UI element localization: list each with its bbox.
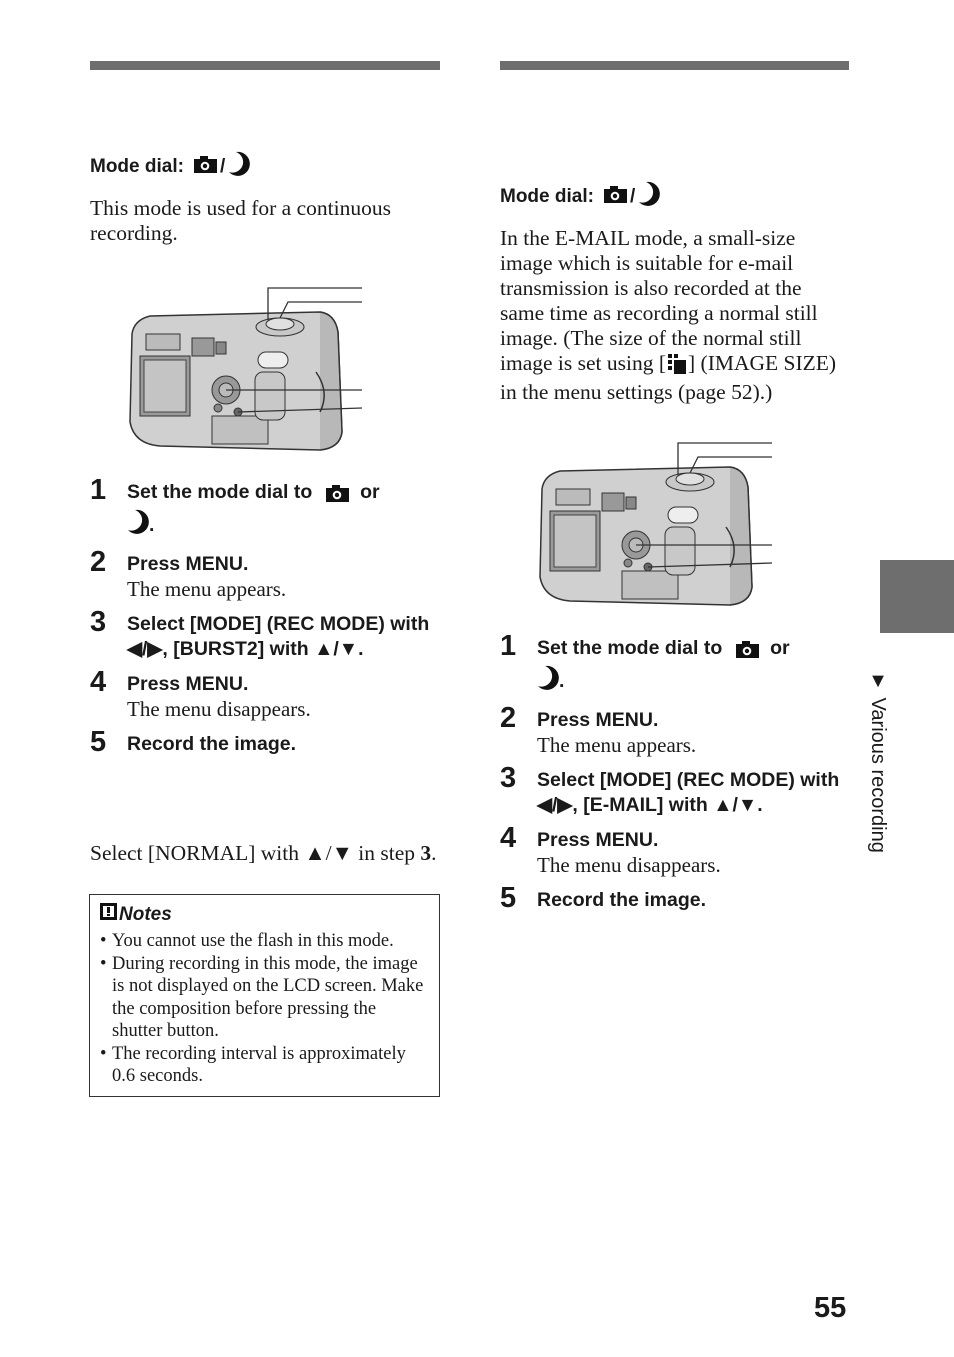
step-text: Select [MODE] (REC MODE) with ◀/▶, [E-MA… bbox=[537, 769, 840, 816]
section-tab bbox=[880, 560, 954, 633]
step-number: 2 bbox=[500, 702, 517, 734]
step-item: 2 Press MENU. The menu appears. bbox=[500, 702, 850, 758]
right-intro: In the E-MAIL mode, a small-size image w… bbox=[500, 226, 837, 404]
mode-dial-label: Mode dial: bbox=[500, 186, 594, 207]
right-mode-dial: Mode dial: / bbox=[500, 181, 661, 213]
step-number: 4 bbox=[500, 822, 517, 854]
step-number: 5 bbox=[90, 726, 107, 758]
mode-dial-slash: / bbox=[629, 186, 636, 207]
step-item: 3 Select [MODE] (REC MODE) with ◀/▶, [E-… bbox=[500, 762, 850, 818]
step-number: 3 bbox=[90, 606, 107, 638]
step-item: 4 Press MENU. The menu disappears. bbox=[90, 666, 450, 722]
left-mode-dial: Mode dial: / bbox=[90, 151, 251, 183]
step-number: 1 bbox=[90, 474, 107, 506]
step-text: Press MENU. bbox=[537, 829, 659, 851]
notes-list: You cannot use the flash in this mode. D… bbox=[100, 930, 429, 1088]
camera-icon bbox=[735, 640, 759, 665]
section-label: ▼ Various recording bbox=[867, 670, 889, 853]
right-header-bar bbox=[500, 61, 849, 70]
step-text: Press MENU. bbox=[127, 553, 249, 575]
step-number: 5 bbox=[500, 882, 517, 914]
moon-icon bbox=[537, 665, 559, 698]
moon-icon bbox=[127, 509, 149, 542]
left-steps: 1 Set the mode dial to or . 2 Press MENU… bbox=[90, 474, 450, 767]
right-steps: 1 Set the mode dial to or . 2 Press MENU… bbox=[500, 630, 850, 923]
step-end: . bbox=[149, 514, 155, 536]
step-end: . bbox=[559, 670, 565, 692]
note-item: You cannot use the flash in this mode. bbox=[100, 930, 429, 953]
return-instruction: Select [NORMAL] with ▲/▼ in step 3. bbox=[90, 841, 437, 865]
moon-icon bbox=[638, 181, 661, 213]
note-item: During recording in this mode, the image… bbox=[100, 953, 429, 1043]
step-text: Press MENU. bbox=[127, 673, 249, 695]
mode-dial-label: Mode dial: bbox=[90, 156, 184, 177]
step-item: 5 Record the image. bbox=[500, 882, 850, 914]
page-number: 55 bbox=[814, 1292, 847, 1324]
notes-title: Notes bbox=[119, 903, 172, 925]
camera-icon bbox=[325, 484, 349, 509]
step-item: 1 Set the mode dial to or . bbox=[90, 474, 450, 542]
camera-icon bbox=[193, 155, 217, 179]
step-text: Record the image. bbox=[537, 889, 707, 911]
image-size-icon bbox=[668, 354, 687, 380]
step-item: 5 Record the image. bbox=[90, 726, 450, 758]
notes-box: Notes You cannot use the flash in this m… bbox=[89, 894, 440, 1097]
step-text: Press MENU. bbox=[537, 709, 659, 731]
step-text: Set the mode dial to bbox=[537, 637, 723, 659]
step-text: Select [MODE] (REC MODE) with ◀/▶, [BURS… bbox=[127, 613, 430, 660]
step-number: 3 bbox=[500, 762, 517, 794]
step-item: 2 Press MENU. The menu appears. bbox=[90, 546, 450, 602]
step-sub: The menu appears. bbox=[127, 577, 287, 601]
note-item: The recording interval is approximately … bbox=[100, 1043, 429, 1088]
step-text: Record the image. bbox=[127, 733, 297, 755]
camera-illustration bbox=[129, 287, 363, 451]
step-text: Set the mode dial to bbox=[127, 481, 313, 503]
left-header-bar bbox=[90, 61, 440, 70]
step-item: 3 Select [MODE] (REC MODE) with ◀/▶, [BU… bbox=[90, 606, 450, 662]
step-item: 1 Set the mode dial to or . bbox=[500, 630, 850, 698]
mode-dial-slash: / bbox=[219, 156, 226, 177]
step-number: 1 bbox=[500, 630, 517, 662]
notes-icon bbox=[100, 903, 117, 926]
step-number: 4 bbox=[90, 666, 107, 698]
left-intro: This mode is used for a continuous recor… bbox=[90, 196, 391, 245]
camera-illustration bbox=[539, 442, 773, 606]
step-sub: The menu appears. bbox=[537, 733, 697, 757]
camera-icon bbox=[603, 185, 627, 209]
step-or: or bbox=[770, 637, 790, 659]
step-number: 2 bbox=[90, 546, 107, 578]
step-sub: The menu disappears. bbox=[537, 853, 721, 877]
step-sub: The menu disappears. bbox=[127, 697, 311, 721]
moon-icon bbox=[228, 151, 251, 183]
step-item: 4 Press MENU. The menu disappears. bbox=[500, 822, 850, 878]
step-or: or bbox=[360, 481, 380, 503]
